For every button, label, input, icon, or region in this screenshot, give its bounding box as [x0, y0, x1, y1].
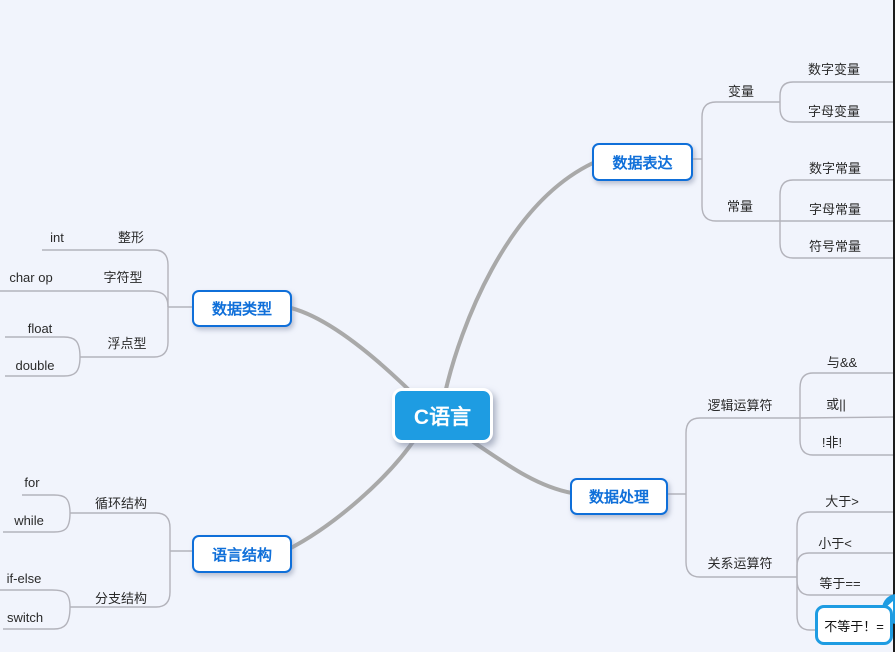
connector-gt [796, 511, 895, 577]
connector-constant [701, 159, 780, 222]
node-eq[interactable]: 等于== [819, 576, 861, 591]
node-branch[interactable]: 分支结构 [94, 591, 148, 606]
topic-processing-label: 数据处理 [588, 489, 649, 506]
node-while[interactable]: while [14, 513, 44, 528]
node-char-op[interactable]: char op [9, 270, 53, 285]
connector-variable [701, 101, 780, 159]
center-topic-label: C语言 [413, 405, 472, 429]
connector-numeric-variable [779, 81, 895, 102]
topic-structure[interactable]: 语言结构 [192, 535, 292, 573]
connector-integer [42, 249, 169, 307]
center-topic[interactable]: C语言 [392, 388, 493, 443]
node-and[interactable]: 与&& [826, 355, 858, 370]
connector-loop [70, 512, 171, 551]
node-symbol-constant[interactable]: 符号常量 [808, 239, 862, 254]
connector-symbol-constant [779, 221, 895, 259]
node-neq-selected[interactable]: 不等于！= [815, 605, 893, 645]
node-alpha-variable[interactable]: 字母变量 [807, 104, 861, 119]
connector-lt [796, 552, 895, 577]
connector-not [799, 418, 895, 456]
connector-branch [70, 551, 171, 608]
connector-main-expression [444, 161, 595, 391]
connector-while [3, 512, 71, 533]
node-constant[interactable]: 常量 [726, 199, 754, 214]
node-numeric-constant[interactable]: 数字常量 [808, 161, 862, 176]
node-double[interactable]: double [15, 358, 55, 373]
node-floating[interactable]: 浮点型 [107, 336, 147, 351]
topic-processing[interactable]: 数据处理 [570, 478, 668, 515]
topic-datatype[interactable]: 数据类型 [192, 290, 292, 327]
node-variable[interactable]: 变量 [727, 84, 755, 99]
connector-numeric-constant [779, 179, 895, 221]
connector-ifelse [0, 589, 71, 608]
connector-alpha-variable [779, 102, 895, 123]
connector-double [5, 356, 81, 377]
connector-main-datatype [285, 305, 411, 392]
connector-float [5, 336, 81, 358]
node-neq-label: 不等于！= [824, 618, 884, 634]
node-lt[interactable]: 小于< [818, 536, 852, 551]
node-int[interactable]: int [50, 230, 64, 245]
node-character[interactable]: 字符型 [103, 270, 143, 285]
node-alpha-constant[interactable]: 字母常量 [808, 202, 862, 217]
topic-expression[interactable]: 数据表达 [592, 143, 693, 181]
node-not[interactable]: !非! [821, 435, 843, 450]
connector-for [22, 494, 71, 514]
node-gt[interactable]: 大于> [825, 494, 859, 509]
connector-character [0, 290, 169, 308]
node-ifelse[interactable]: if-else [6, 571, 42, 586]
node-float[interactable]: float [27, 321, 53, 336]
topic-datatype-label: 数据类型 [211, 301, 272, 318]
connector-floating [80, 307, 169, 358]
node-integer[interactable]: 整形 [117, 230, 145, 245]
connector-logical [685, 417, 800, 494]
node-numeric-variable[interactable]: 数字变量 [807, 62, 861, 77]
node-or[interactable]: 或|| [826, 397, 846, 412]
node-for[interactable]: for [24, 475, 40, 490]
connector-and [799, 372, 895, 418]
connector-or [799, 416, 895, 419]
connector-relational [685, 494, 797, 578]
connector-switch [3, 606, 71, 630]
node-loop[interactable]: 循环结构 [94, 496, 148, 511]
topic-structure-label: 语言结构 [211, 546, 272, 564]
topic-expression-label: 数据表达 [612, 154, 673, 172]
connector-neq [796, 577, 895, 631]
node-logical[interactable]: 逻辑运算符 [707, 398, 773, 413]
node-switch[interactable]: switch [6, 610, 44, 625]
node-relational[interactable]: 关系运算符 [707, 556, 773, 571]
connector-main-structure [285, 434, 419, 552]
